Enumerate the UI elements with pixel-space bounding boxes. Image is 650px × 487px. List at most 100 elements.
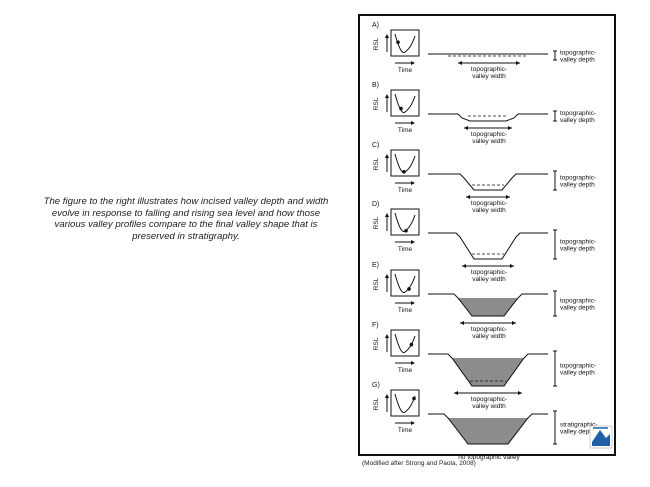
panel-letter: G): [372, 382, 380, 389]
rsl-label: RSL: [373, 157, 380, 170]
rsl-label: RSL: [373, 277, 380, 290]
panel-letter: A): [372, 22, 379, 29]
time-label: Time: [398, 127, 413, 134]
rsl-arrowhead: [385, 274, 389, 278]
time-arrowhead: [411, 301, 415, 305]
panel-letter: C): [372, 142, 379, 149]
width-arrowhead: [460, 321, 464, 325]
rsl-curve: [394, 273, 416, 294]
valley-fill: [458, 298, 518, 316]
rsl-marker: [409, 342, 414, 347]
width-label: topographic-: [471, 326, 507, 333]
width-arrowhead: [508, 126, 512, 130]
width-arrowhead: [516, 61, 520, 65]
panel-g: G) RSL Time no topographic valley stratigrap…: [372, 382, 598, 461]
depth-label: valley depth: [560, 117, 595, 124]
rsl-label: RSL: [373, 37, 380, 50]
figure-credit: (Modified after Strong and Paola, 2008): [362, 460, 476, 467]
width-label: topographic-: [471, 396, 507, 403]
rsl-curve: [394, 33, 416, 54]
width-label: valley width: [472, 403, 506, 410]
depth-label: topographic-: [560, 110, 596, 117]
depth-label: valley depth: [560, 182, 595, 189]
time-arrowhead: [411, 240, 415, 244]
caption-line: various valley profiles compare to the f…: [54, 219, 318, 230]
panel-letter: E): [372, 262, 379, 269]
valley-profile: [428, 232, 548, 260]
depth-label: topographic-: [560, 50, 596, 57]
width-label: valley width: [472, 207, 506, 214]
valley-fill: [452, 358, 524, 386]
rsl-label: RSL: [373, 397, 380, 410]
rsl-marker: [396, 40, 400, 44]
time-label: Time: [398, 307, 413, 314]
depth-label: topographic-: [560, 363, 596, 370]
width-label: valley width: [472, 333, 506, 340]
width-label: valley width: [472, 73, 506, 80]
valley-profile: [428, 173, 548, 191]
depth-label: topographic-: [560, 175, 596, 182]
width-label: topographic-: [471, 66, 507, 73]
valley-profile: [428, 353, 548, 387]
valley-fill: [448, 418, 528, 444]
width-arrowhead: [466, 195, 470, 199]
width-label: valley width: [472, 138, 506, 145]
valley-profile: [428, 293, 548, 317]
depth-label: valley depth: [560, 429, 595, 436]
rsl-label: RSL: [373, 97, 380, 110]
time-arrowhead: [411, 61, 415, 65]
width-arrowhead: [462, 264, 466, 268]
depth-label: stratigraphic-: [560, 422, 598, 429]
rsl-marker: [407, 287, 411, 291]
width-arrowhead: [464, 126, 468, 130]
rsl-marker: [404, 229, 408, 233]
width-arrowhead: [512, 321, 516, 325]
rsl-label: RSL: [373, 337, 380, 350]
time-arrowhead: [411, 421, 415, 425]
rsl-marker: [412, 396, 416, 401]
time-arrowhead: [411, 121, 415, 125]
rsl-arrowhead: [385, 213, 389, 217]
width-arrowhead: [510, 264, 514, 268]
width-label: valley width: [472, 276, 506, 283]
rsl-curve: [394, 333, 416, 354]
time-label: Time: [398, 67, 413, 74]
time-label: Time: [398, 427, 413, 434]
rsl-arrowhead: [385, 394, 389, 398]
depth-label: valley depth: [560, 305, 595, 312]
time-label: Time: [398, 367, 413, 374]
depth-label: topographic-: [560, 298, 596, 305]
rsl-curve: [394, 93, 416, 114]
caption-line: evolve in response to falling and rising…: [51, 207, 321, 219]
valley-profile: [428, 413, 548, 445]
width-arrowhead: [506, 195, 510, 199]
logo-mark: [592, 430, 610, 446]
rsl-curve: [394, 393, 416, 414]
caption-line: preserved in stratigraphy.: [132, 230, 240, 242]
rsl-arrowhead: [385, 334, 389, 338]
depth-label: valley depth: [560, 370, 595, 377]
panel-letter: D): [372, 201, 379, 208]
width-arrowhead: [454, 391, 458, 395]
caption-line: The figure to the right illustrates how …: [43, 196, 329, 207]
time-arrowhead: [411, 361, 415, 365]
institution-logo: [589, 425, 613, 449]
panel-letter: F): [372, 322, 379, 329]
time-label: Time: [398, 187, 413, 194]
width-label: topographic-: [471, 269, 507, 276]
depth-label: valley depth: [560, 246, 595, 253]
caption: The figure to the right illustrates how …: [22, 196, 350, 242]
rsl-arrowhead: [385, 94, 389, 98]
rsl-arrowhead: [385, 34, 389, 38]
rsl-marker: [399, 106, 403, 111]
rsl-marker: [402, 169, 406, 174]
valley-profile: [428, 113, 548, 122]
width-label: no topographic valley: [458, 454, 520, 461]
panel-letter: B): [372, 82, 379, 89]
